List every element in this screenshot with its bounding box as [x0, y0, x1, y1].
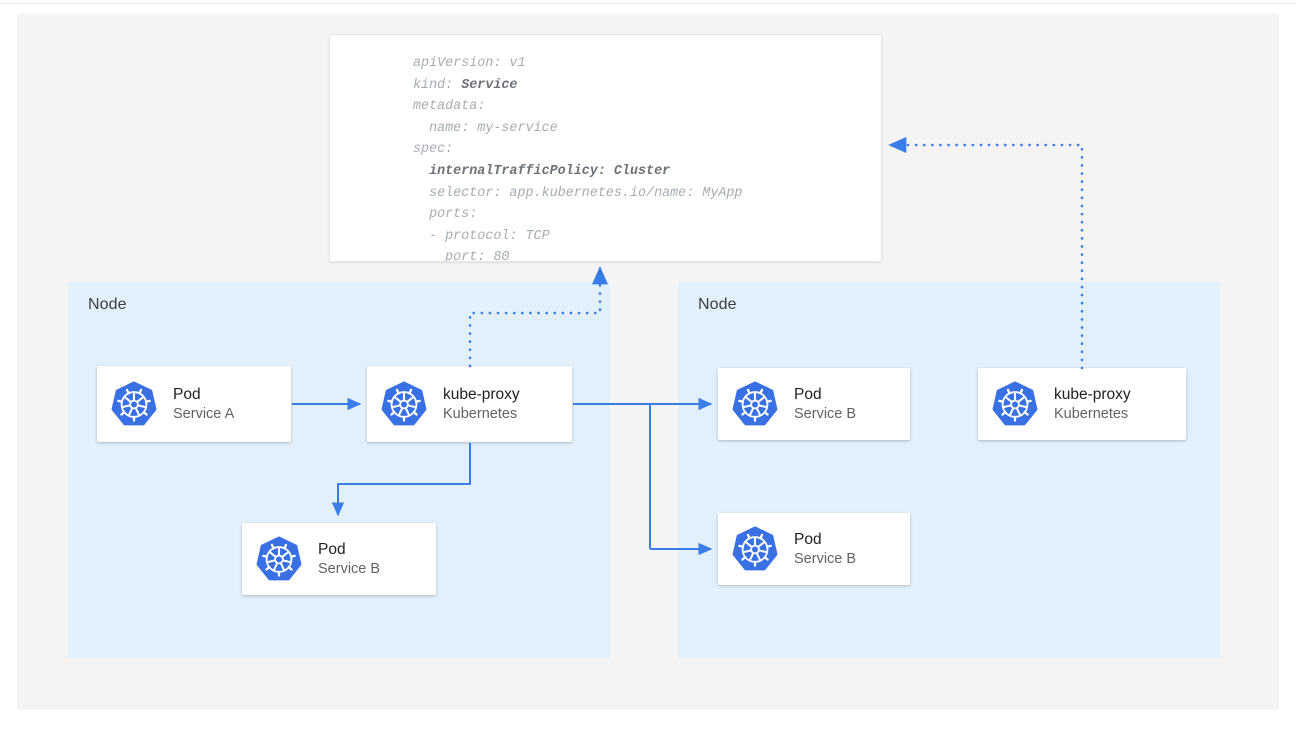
kubernetes-logo-icon [732, 526, 778, 572]
card-subtitle: Service B [794, 405, 857, 422]
card-subtitle: Service A [173, 405, 235, 422]
node-region-left: Node [68, 282, 610, 658]
card-kube-proxy-right[interactable]: kube-proxy Kubernetes [978, 368, 1186, 440]
node-label-right: Node [698, 296, 737, 313]
card-pod-service-a[interactable]: Pod Service A [97, 366, 291, 442]
card-title: Pod [173, 385, 201, 403]
node-region-right: Node [678, 282, 1220, 658]
kubernetes-logo-icon [732, 381, 778, 427]
card-title: Pod [794, 385, 822, 403]
card-title: kube-proxy [443, 385, 520, 403]
card-kube-proxy-left[interactable]: kube-proxy Kubernetes [367, 366, 572, 442]
kubernetes-logo-icon [111, 381, 157, 427]
card-subtitle: Service B [794, 550, 857, 567]
card-title: kube-proxy [1054, 385, 1131, 403]
kubernetes-logo-icon [992, 381, 1038, 427]
card-subtitle: Kubernetes [443, 405, 518, 422]
card-subtitle: Kubernetes [1054, 405, 1129, 422]
kubernetes-logo-icon [381, 381, 427, 427]
top-divider [0, 3, 1296, 4]
card-pod-service-b-bottom-right[interactable]: Pod Service B [718, 513, 910, 585]
card-subtitle: Service B [318, 560, 381, 577]
service-yaml-code: apiVersion: v1 kind: Service metadata: n… [413, 56, 743, 262]
diagram-canvas: Node Node apiVersion: v1 kind: Service m… [17, 14, 1279, 710]
card-pod-service-b-top-right[interactable]: Pod Service B [718, 368, 910, 440]
node-label-left: Node [88, 296, 127, 313]
card-title: Pod [318, 540, 346, 558]
service-yaml-panel: apiVersion: v1 kind: Service metadata: n… [329, 34, 882, 262]
card-pod-service-b-left[interactable]: Pod Service B [242, 523, 436, 595]
kubernetes-logo-icon [256, 536, 302, 582]
card-title: Pod [794, 530, 822, 548]
